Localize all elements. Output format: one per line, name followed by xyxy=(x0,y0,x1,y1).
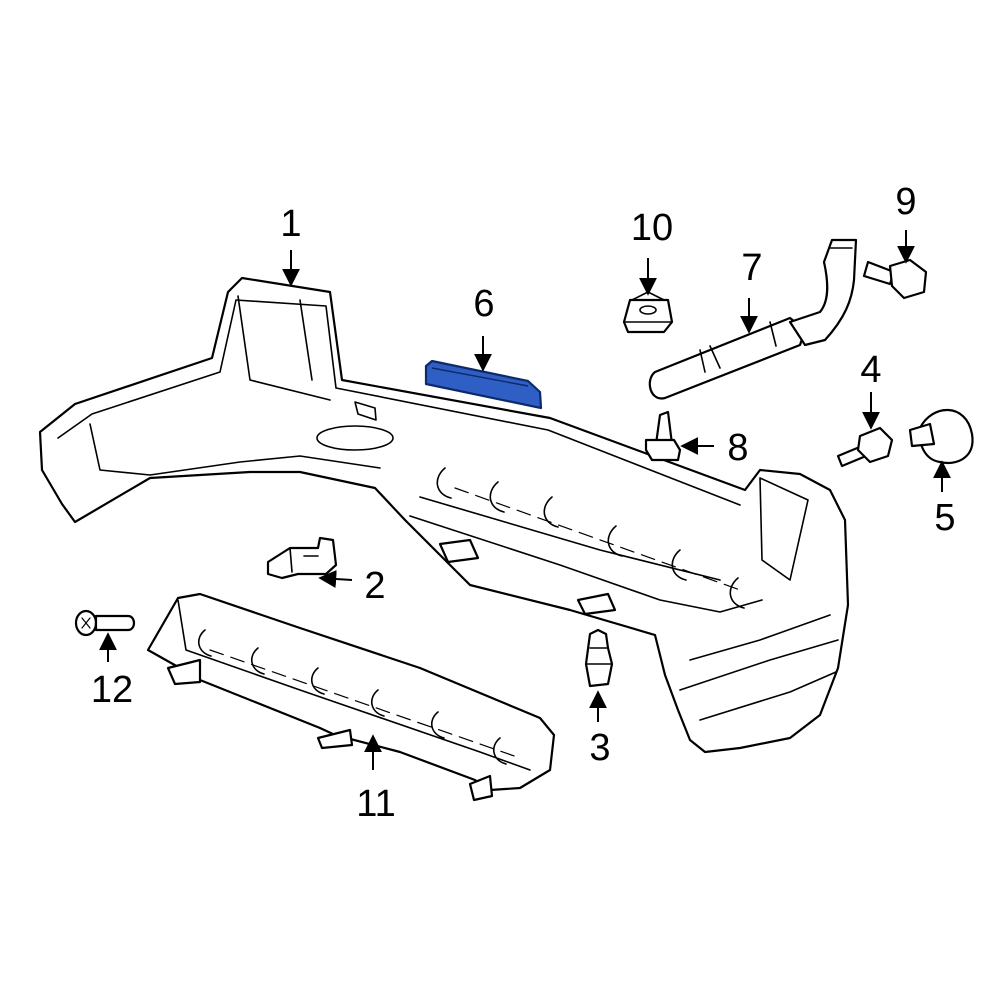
callout-3: 3 xyxy=(589,727,610,769)
cap-5 xyxy=(908,408,974,465)
bolt-9 xyxy=(862,258,928,300)
screw-12 xyxy=(74,609,136,637)
callout-11: 11 xyxy=(356,783,395,825)
reflector-highlighted xyxy=(424,359,543,410)
callout-10: 10 xyxy=(631,207,673,249)
bolt-4 xyxy=(836,426,894,468)
leader-lines xyxy=(99,230,951,770)
leader-2 xyxy=(318,570,353,588)
bumper-cover xyxy=(38,276,850,754)
callout-5: 5 xyxy=(934,497,955,539)
callout-6: 6 xyxy=(473,283,494,325)
callout-2: 2 xyxy=(364,565,385,607)
callout-1: 1 xyxy=(280,203,301,245)
nut-10 xyxy=(622,291,674,334)
bolt-8 xyxy=(644,410,682,462)
lower-valance xyxy=(146,592,556,802)
callout-7: 7 xyxy=(741,247,762,289)
callout-8: 8 xyxy=(727,427,748,469)
push-pin-3 xyxy=(584,628,614,688)
callout-9: 9 xyxy=(895,181,916,223)
wire-harness-7 xyxy=(648,238,858,400)
retainer-clip-2 xyxy=(266,536,338,580)
callout-12: 12 xyxy=(91,669,133,711)
callout-labels: 1 2 3 4 5 6 7 8 9 10 11 12 xyxy=(91,181,956,825)
callout-4: 4 xyxy=(860,349,881,391)
